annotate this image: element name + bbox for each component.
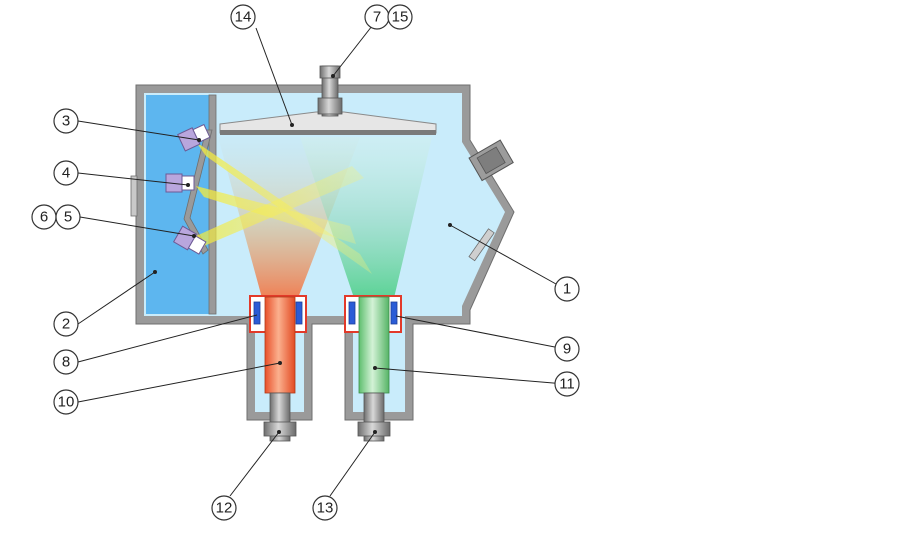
callout-9: 9: [554, 336, 580, 362]
yellow-beam-c: [196, 166, 364, 246]
callout-8: 8: [53, 349, 79, 375]
svg-text:15: 15: [392, 9, 409, 26]
svg-text:5: 5: [64, 209, 72, 226]
callout-13: 13: [312, 495, 338, 521]
callout-6: 6: [31, 204, 57, 230]
callout-1: 1: [554, 276, 580, 302]
top-shaft-cap: [319, 65, 341, 79]
svg-text:9: 9: [563, 341, 571, 358]
svg-text:10: 10: [58, 394, 75, 411]
substrate-plate: [220, 130, 436, 135]
svg-text:3: 3: [62, 113, 70, 130]
sensor-5: [172, 225, 207, 255]
left-port: [130, 175, 138, 217]
svg-text:13: 13: [317, 500, 334, 517]
sensor-wall: [183, 129, 213, 255]
right-lower-flange: [468, 228, 495, 262]
right-viewport: [468, 139, 514, 182]
callout-7: 7: [364, 4, 390, 30]
right-shaft-flange: [357, 421, 391, 437]
svg-text:14: 14: [235, 9, 252, 26]
callout-12: 12: [211, 495, 237, 521]
side-chamber-divider: [208, 94, 217, 315]
callout-4: 4: [53, 160, 79, 186]
svg-text:8: 8: [62, 354, 70, 371]
callout-5: 5: [55, 204, 81, 230]
svg-text:11: 11: [559, 376, 575, 393]
leader-lines: [77, 25, 566, 497]
svg-text:7: 7: [373, 9, 381, 26]
callout-2: 2: [53, 311, 79, 337]
sensor-3: [177, 123, 211, 152]
right-coil-b: [390, 301, 398, 325]
left-coil-a: [253, 301, 261, 325]
callout-3: 3: [53, 108, 79, 134]
svg-text:2: 2: [62, 316, 70, 333]
right-coil-a: [348, 301, 356, 325]
svg-text:12: 12: [216, 500, 233, 517]
callout-14: 14: [230, 4, 256, 30]
top-shaft-collar: [317, 97, 343, 115]
red-cylinder: [264, 296, 296, 394]
callout-15: 15: [387, 4, 413, 30]
svg-text:4: 4: [62, 165, 70, 182]
svg-text:1: 1: [563, 281, 571, 298]
callout-11: 11: [554, 371, 580, 397]
left-coil-b: [295, 301, 303, 325]
left-shaft-flange: [263, 421, 297, 437]
green-cylinder: [358, 296, 390, 394]
callout-10: 10: [53, 389, 79, 415]
svg-text:6: 6: [40, 209, 48, 226]
